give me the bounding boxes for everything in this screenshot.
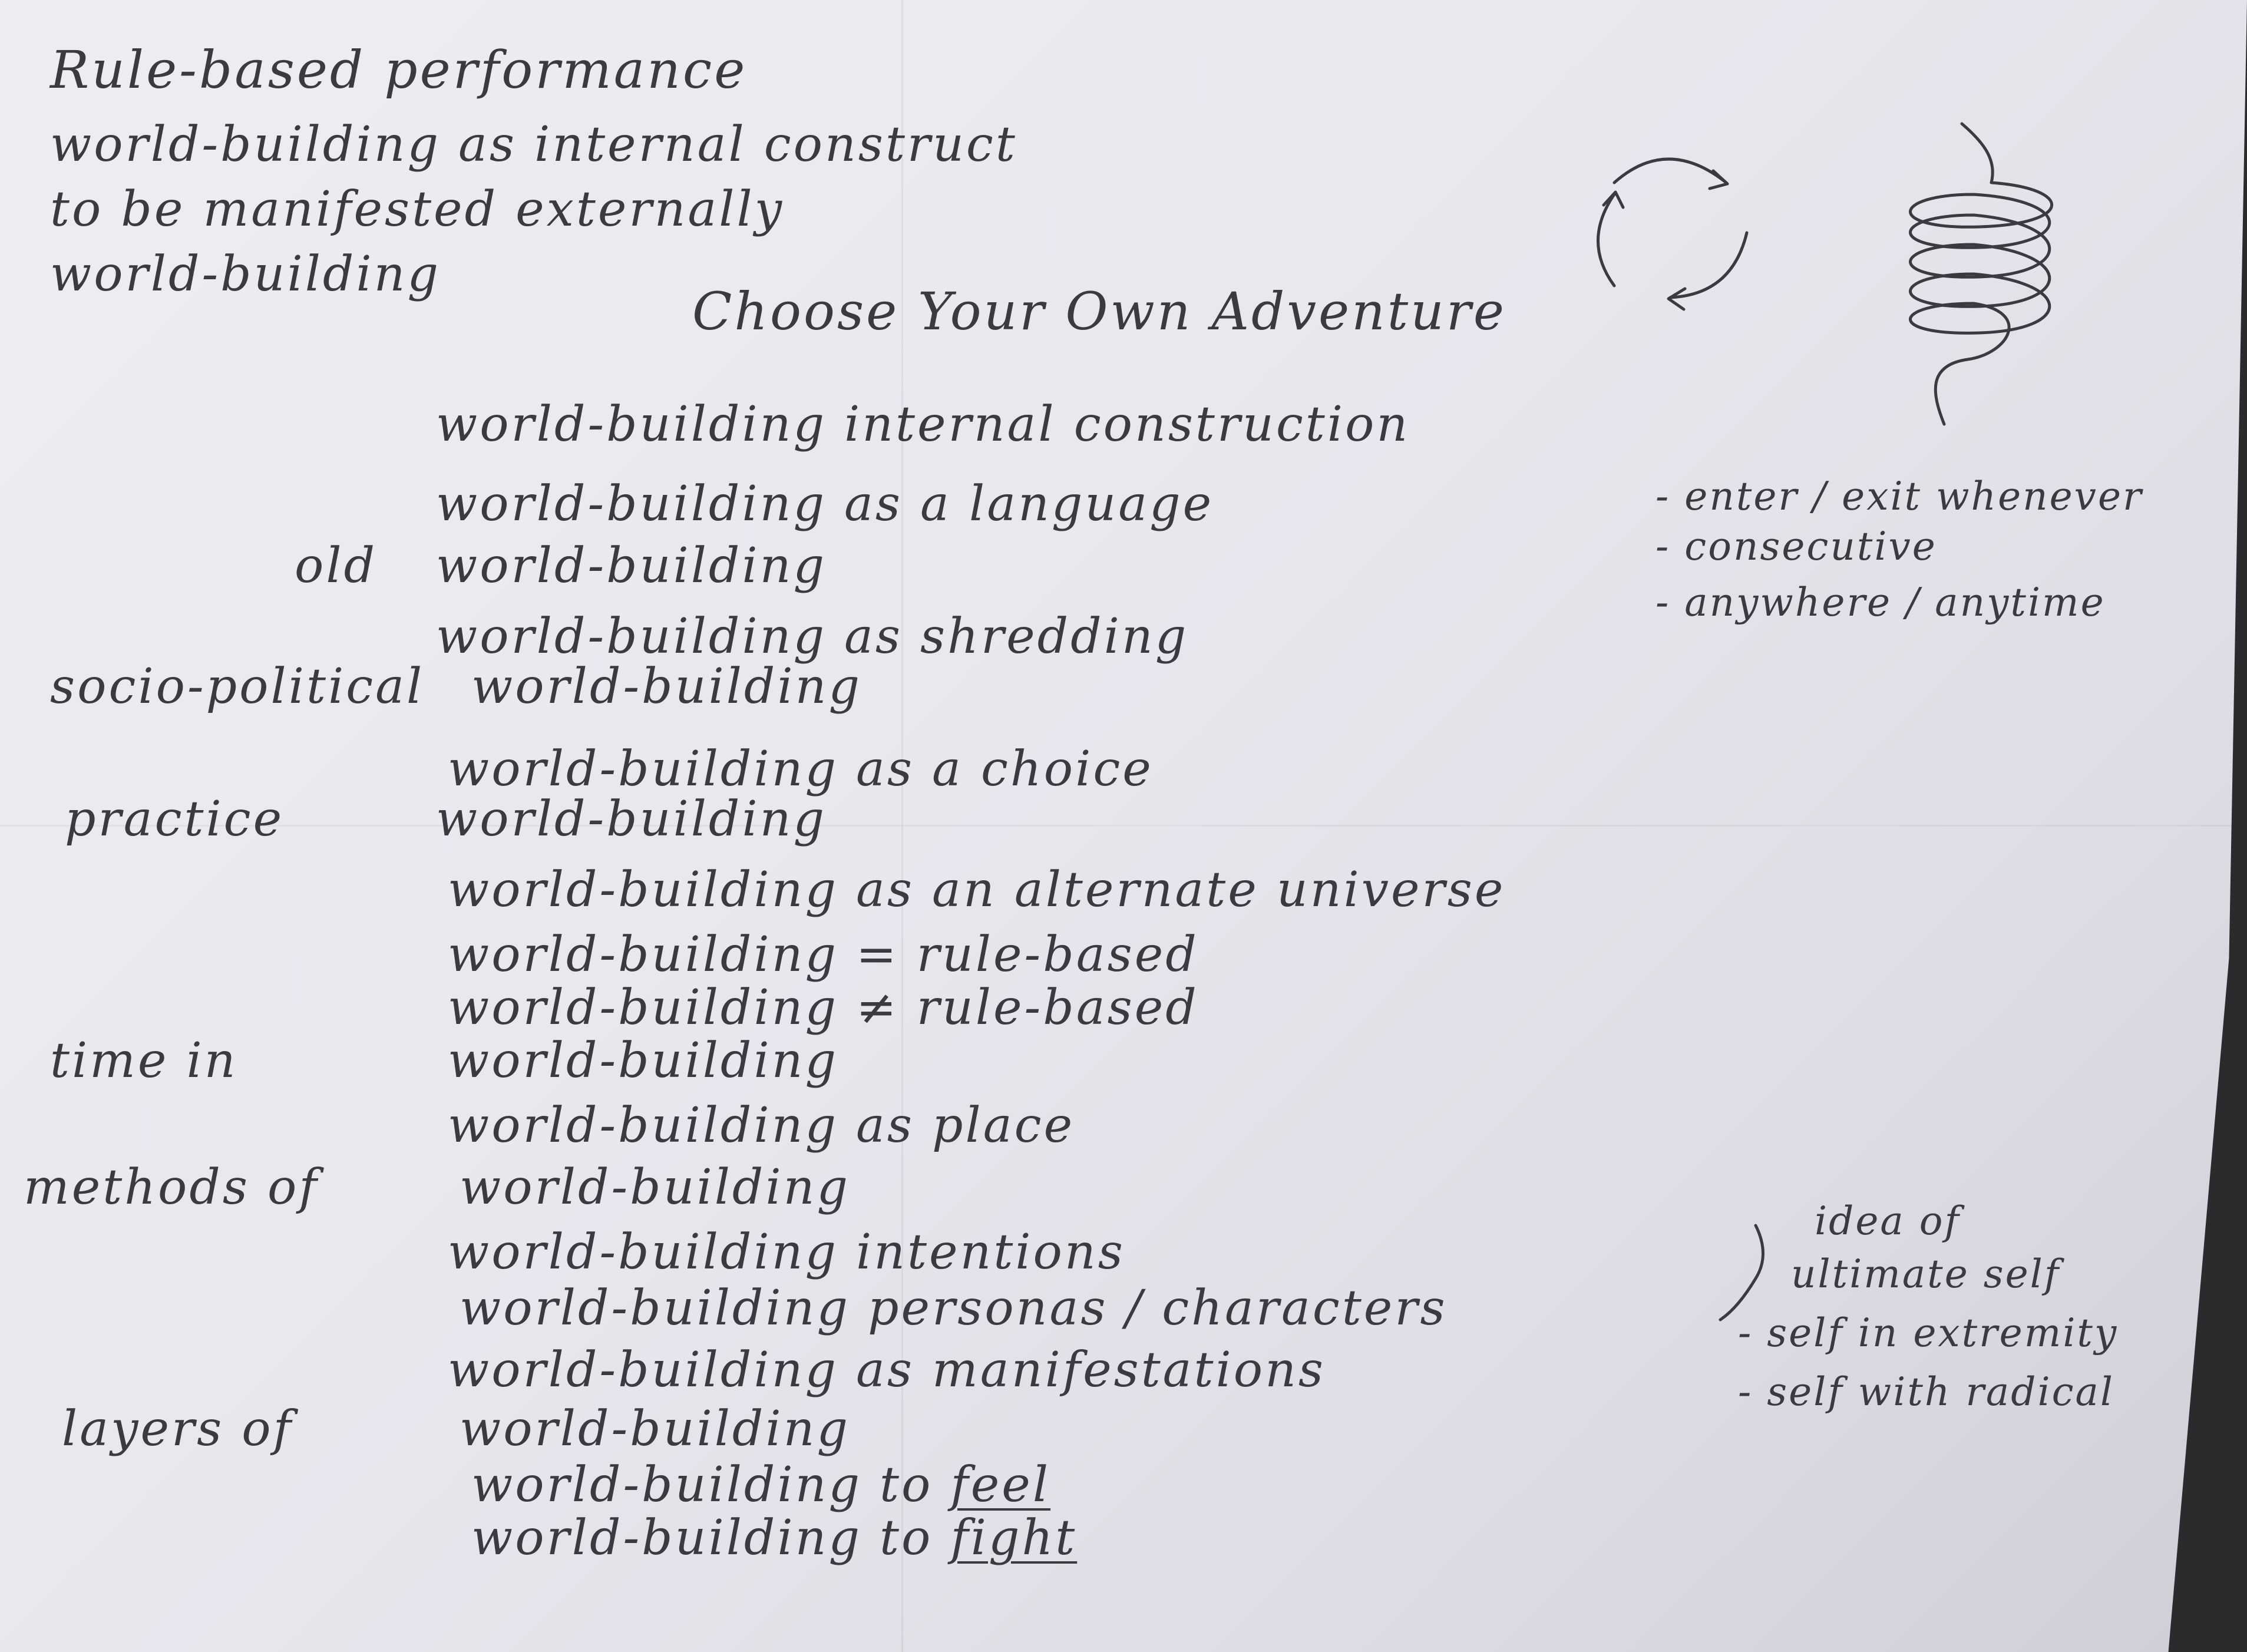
list-item-18: world-building to feel: [471, 1461, 1050, 1509]
list-item-4: world-building as shredding: [436, 609, 1189, 665]
list-prefix-layers-of: layers of: [62, 1401, 294, 1457]
fold-crease-horizontal: [0, 825, 2247, 827]
heading-choose-your-own-adventure: Choose Your Own Adventure: [692, 281, 1506, 342]
self-note-idea-of: idea of: [1815, 1198, 1961, 1244]
list-prefix-methods-of: methods of: [24, 1159, 319, 1215]
list-item-12: world-building as place: [448, 1098, 1075, 1154]
right-note-enter-exit: - enter / exit whenever: [1655, 474, 2143, 519]
list-item-14: world-building intentions: [448, 1224, 1125, 1280]
list-item-19-text: world-building to: [471, 1510, 933, 1566]
list-item-17: world-building: [460, 1401, 850, 1457]
list-item-5: world-building: [471, 659, 862, 715]
list-item-11: world-building: [448, 1033, 838, 1089]
list-item-7: world-building: [436, 791, 827, 847]
fold-crease-vertical: [901, 0, 903, 1652]
list-item-15: world-building personas / characters: [460, 1280, 1448, 1336]
right-note-anywhere: - anywhere / anytime: [1655, 580, 2106, 625]
underlined-fight: fight: [950, 1510, 1078, 1566]
note-world-building: world-building: [50, 246, 441, 302]
note-internal-construct: world-building as internal construct: [50, 117, 1017, 173]
self-note-ultimate-self: ultimate self: [1791, 1251, 2061, 1297]
list-item-19: world-building to fight: [471, 1514, 1077, 1562]
list-item-3: world-building: [436, 538, 827, 594]
list-item-9: world-building = rule-based: [448, 927, 1199, 983]
self-note-extremity: - self in extremity: [1738, 1310, 2119, 1356]
list-prefix-old: old: [295, 538, 378, 594]
self-note-radical: - self with radical: [1738, 1369, 2115, 1415]
list-prefix-practice: practice: [65, 791, 285, 847]
list-item-2: world-building as a language: [436, 476, 1214, 532]
spiral-icon: [1909, 122, 2054, 426]
note-rule-based-performance: Rule-based performance: [50, 39, 748, 100]
list-item-13: world-building: [460, 1159, 850, 1215]
list-item-6: world-building as a choice: [448, 741, 1154, 797]
cycle-arrows-icon: [1597, 157, 1749, 311]
list-item-1: world-building internal construction: [436, 397, 1410, 452]
underlined-feel: feel: [950, 1457, 1051, 1513]
right-note-consecutive: - consecutive: [1655, 524, 1937, 569]
brace-icon: [1719, 1224, 1764, 1321]
list-item-18-text: world-building to: [471, 1457, 933, 1513]
list-item-10: world-building ≠ rule-based: [448, 980, 1199, 1036]
list-item-16: world-building as manifestations: [448, 1342, 1326, 1398]
list-item-8: world-building as an alternate universe: [448, 862, 1506, 918]
note-manifested-externally: to be manifested externally: [50, 181, 785, 237]
list-prefix-time-in: time in: [50, 1033, 238, 1089]
list-prefix-socio-political: socio-political: [50, 659, 425, 715]
